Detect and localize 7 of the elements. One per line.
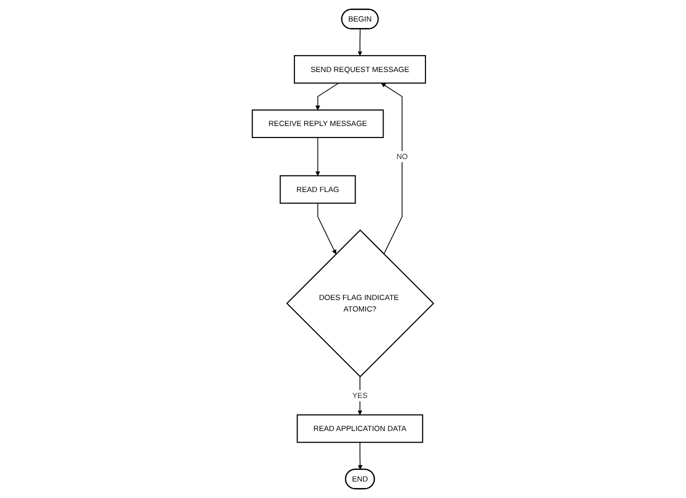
arrow — [381, 82, 403, 255]
arrow — [358, 442, 363, 470]
arrow — [317, 202, 336, 254]
arrow — [358, 28, 362, 56]
arrow — [316, 82, 340, 110]
arrow — [358, 376, 362, 416]
arrow — [316, 137, 320, 176]
